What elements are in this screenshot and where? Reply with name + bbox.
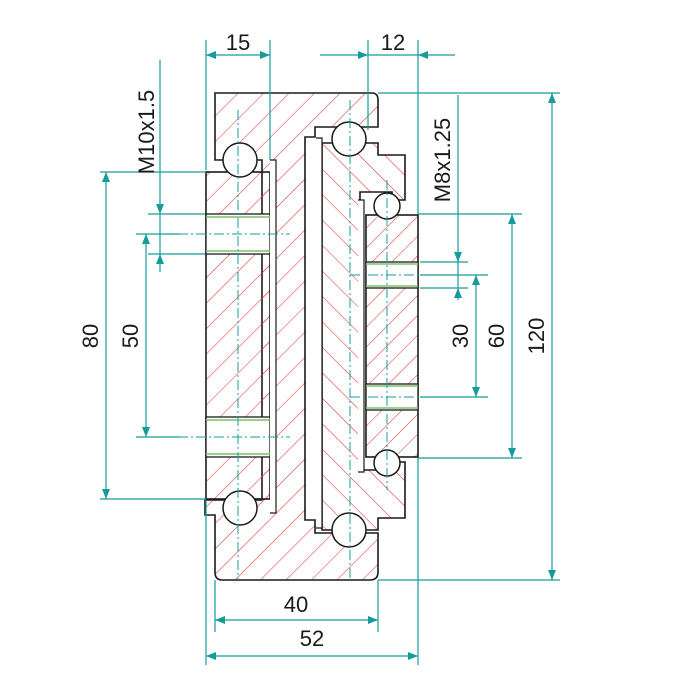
dimension-labels: 15 12 M10x1.5 80 50 M8x1.25 30 60 120 40…: [78, 30, 549, 651]
right-liner: [358, 199, 365, 473]
dim-label-60: 60: [484, 324, 509, 348]
dim-label-50: 50: [118, 324, 143, 348]
left-liner: [270, 159, 277, 514]
dim-label-m8: M8x1.25: [430, 118, 455, 202]
ball-bearing-top-middle: [331, 121, 367, 157]
dim-label-80: 80: [78, 324, 103, 348]
dim-label-120: 120: [524, 318, 549, 355]
dim-label-m10: M10x1.5: [134, 90, 159, 174]
slide-geometry: [160, 92, 440, 581]
dimension-lines: [100, 40, 560, 665]
dim-label-40: 40: [284, 592, 308, 617]
right-mounting-plate: [365, 214, 419, 458]
ball-bearing-bottom-middle: [331, 512, 367, 548]
dim-label-30: 30: [448, 324, 473, 348]
dim-label-12: 12: [381, 30, 405, 55]
ball-bearing-bottom-left: [222, 490, 258, 526]
ball-bearing-top-left: [222, 142, 258, 178]
dim-label-15: 15: [226, 30, 250, 55]
middle-liner: [316, 137, 323, 529]
outer-rail-profile: [204, 92, 379, 581]
dim-label-52: 52: [300, 626, 324, 651]
